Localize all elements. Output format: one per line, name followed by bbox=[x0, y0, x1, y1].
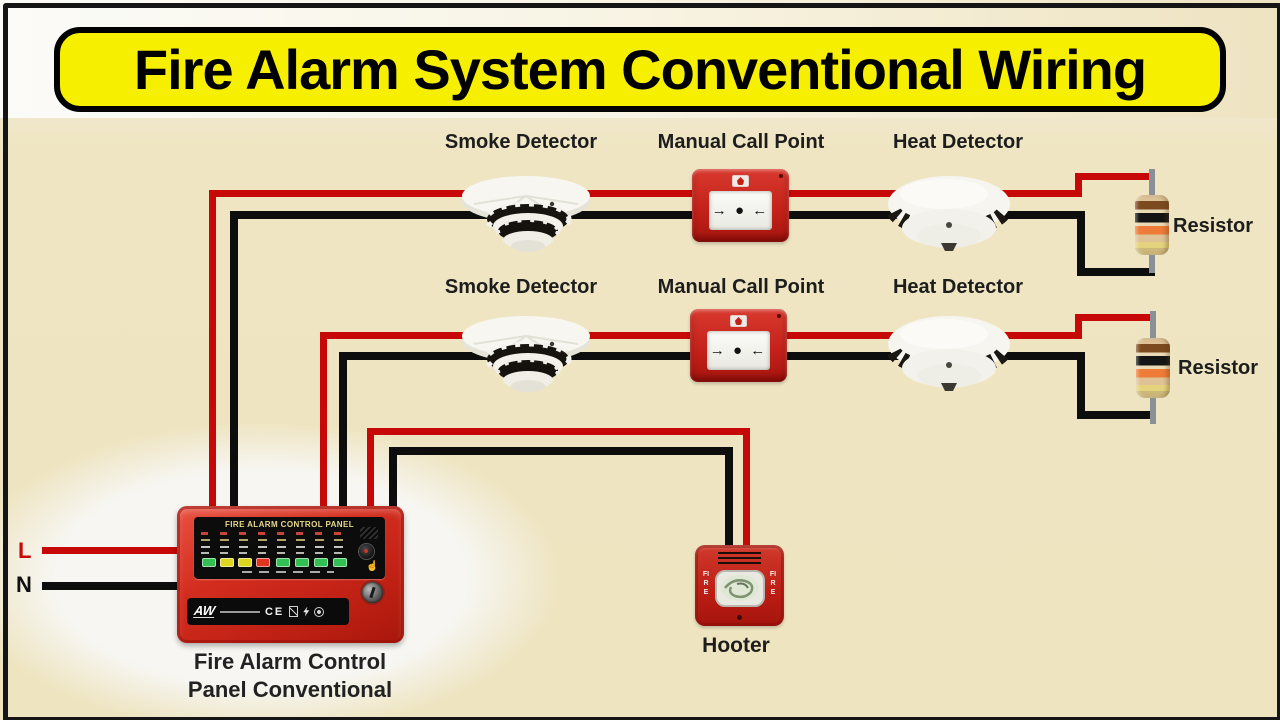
hooter-fire-text-right: FIRE bbox=[769, 571, 777, 596]
manual-call-point-1: → ● ← bbox=[692, 169, 789, 242]
heat-detector-1 bbox=[887, 176, 1011, 251]
manual-call-point-2: → ● ← bbox=[690, 309, 787, 382]
fire-icon bbox=[730, 315, 747, 327]
smoke-detector-1 bbox=[462, 176, 590, 252]
mcp-arrow-symbol: → ● ← bbox=[709, 342, 768, 359]
panel-label-row bbox=[201, 552, 349, 554]
wire-zone1-live-vertical bbox=[209, 190, 216, 508]
hooter-screw bbox=[737, 615, 742, 620]
label-smoke-detector-1: Smoke Detector bbox=[444, 131, 598, 153]
panel-caption-line1: Fire Alarm Control bbox=[193, 649, 387, 674]
panel-button-2 bbox=[220, 558, 234, 567]
hooter-strobe bbox=[715, 570, 765, 607]
panel-button-3 bbox=[238, 558, 252, 567]
label-line: L bbox=[18, 538, 32, 563]
panel-footnote-row bbox=[242, 571, 334, 573]
panel-button-6 bbox=[295, 558, 309, 567]
panel-indicator-knob bbox=[359, 544, 374, 559]
label-smoke-detector-2: Smoke Detector bbox=[444, 276, 598, 298]
resistor-2 bbox=[1136, 338, 1170, 398]
panel-brand-logo: AW bbox=[193, 603, 217, 618]
mcp-led bbox=[779, 174, 783, 178]
label-heat-detector-2: Heat Detector bbox=[892, 276, 1024, 298]
panel-button-7 bbox=[314, 558, 328, 567]
hooter-vents bbox=[718, 552, 761, 567]
label-neutral: N bbox=[16, 572, 32, 597]
mcp-arrow-symbol: → ● ← bbox=[711, 202, 770, 219]
wire-hooter-live-vertical-panel bbox=[367, 428, 374, 508]
wire-zone2-neutral-vertical bbox=[339, 352, 347, 508]
wire-line-in bbox=[42, 547, 178, 554]
wire-zone2-neutral-step bbox=[1077, 352, 1085, 419]
panel-label-row bbox=[201, 546, 349, 548]
panel-caption-line2: Panel Conventional bbox=[187, 677, 393, 702]
wire-neutral-in bbox=[42, 582, 178, 590]
label-resistor-2: Resistor bbox=[1178, 357, 1259, 379]
wire-zone1-live-to-resistor bbox=[1075, 173, 1155, 180]
panel-button-8 bbox=[333, 558, 347, 567]
ce-mark: CE bbox=[264, 605, 285, 618]
lightning-icon bbox=[303, 606, 310, 617]
panel-label-row bbox=[201, 539, 349, 541]
wire-hooter-neutral-horizontal bbox=[389, 447, 733, 455]
wire-hooter-neutral-drop bbox=[725, 447, 733, 550]
wire-zone1-live-step bbox=[1075, 173, 1082, 197]
panel-button-1 bbox=[202, 558, 216, 567]
panel-display-title: FIRE ALARM CONTROL PANEL bbox=[224, 520, 354, 529]
wire-hooter-neutral-vertical-panel bbox=[389, 447, 397, 508]
wire-zone2-live-to-resistor bbox=[1075, 314, 1156, 321]
weee-bin-icon bbox=[289, 606, 299, 617]
hooter-sounder: FIRE FIRE bbox=[695, 545, 784, 626]
wire-zone1-neutral-step bbox=[1077, 211, 1085, 276]
wire-hooter-live-drop bbox=[743, 428, 750, 550]
panel-label-smalltext bbox=[219, 610, 260, 613]
label-manual-call-point-2: Manual Call Point bbox=[657, 276, 825, 298]
label-resistor-1: Resistor bbox=[1173, 215, 1254, 237]
panel-button-4 bbox=[256, 558, 270, 567]
certification-icon bbox=[314, 606, 325, 617]
wire-zone1-live-horizontal bbox=[209, 190, 1082, 197]
wire-hooter-live-horizontal bbox=[367, 428, 750, 435]
fire-icon bbox=[732, 175, 749, 187]
panel-display: FIRE ALARM CONTROL PANEL ☝ bbox=[194, 517, 385, 579]
page-title: Fire Alarm System Conventional Wiring bbox=[133, 38, 1147, 101]
smoke-detector-2 bbox=[462, 316, 590, 392]
wire-zone2-live-step bbox=[1075, 314, 1082, 339]
panel-led-row bbox=[201, 532, 349, 535]
wire-zone2-neutral-to-resistor bbox=[1077, 411, 1156, 419]
fire-alarm-control-panel: FIRE ALARM CONTROL PANEL ☝ AW CE bbox=[177, 506, 404, 643]
label-hooter: Hooter bbox=[702, 634, 770, 657]
wire-zone1-neutral-horizontal bbox=[230, 211, 1085, 219]
mcp-press-pad: → ● ← bbox=[709, 191, 772, 230]
hooter-fire-text-left: FIRE bbox=[702, 571, 710, 596]
hand-pointer-icon: ☝ bbox=[366, 561, 379, 572]
mcp-led bbox=[777, 314, 781, 318]
resistor-1 bbox=[1135, 195, 1169, 255]
panel-key-lock bbox=[362, 582, 383, 603]
wire-zone2-live-vertical bbox=[320, 332, 327, 508]
label-heat-detector-1: Heat Detector bbox=[892, 131, 1024, 153]
heat-detector-2 bbox=[887, 316, 1011, 391]
title-banner: Fire Alarm System Conventional Wiring bbox=[54, 27, 1226, 112]
wire-zone1-neutral-vertical bbox=[230, 211, 238, 508]
label-manual-call-point-1: Manual Call Point bbox=[657, 131, 825, 153]
panel-buzzer-grill bbox=[360, 527, 378, 539]
panel-caption: Fire Alarm Control Panel Conventional bbox=[168, 648, 412, 704]
wire-zone1-neutral-to-resistor bbox=[1077, 268, 1155, 276]
panel-button-5 bbox=[276, 558, 290, 567]
mcp-press-pad: → ● ← bbox=[707, 331, 770, 370]
panel-bottom-label: AW CE bbox=[187, 598, 349, 625]
